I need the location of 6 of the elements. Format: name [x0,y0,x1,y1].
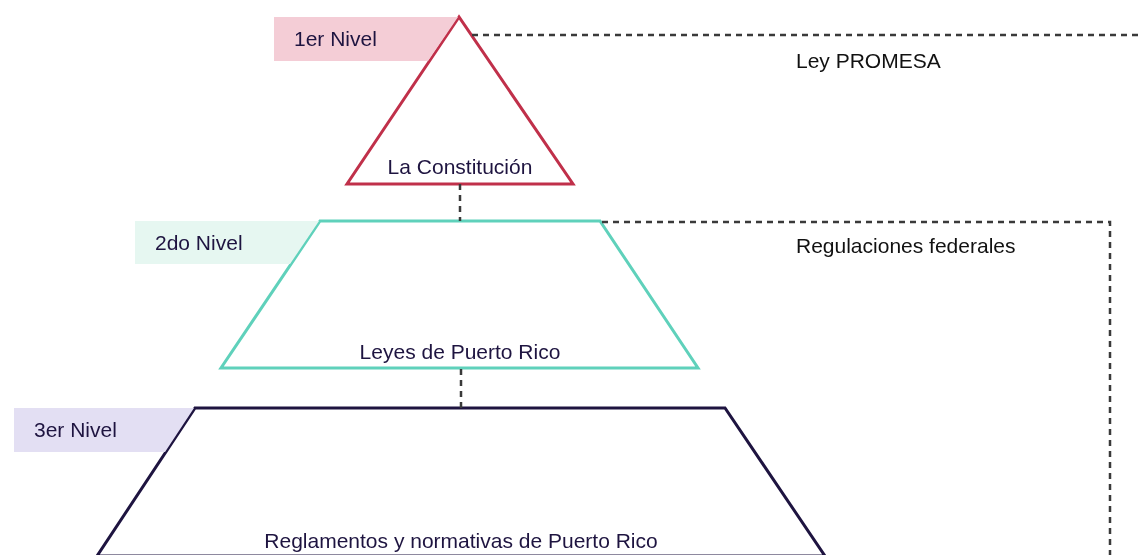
dashed-connector [602,220,1112,555]
line-label: Ley PROMESA [796,48,941,74]
dashed-connector [459,369,463,408]
dashed-connector [458,184,462,221]
line-label: Regulaciones federales [796,233,1016,259]
dashed-connector [472,33,1138,37]
